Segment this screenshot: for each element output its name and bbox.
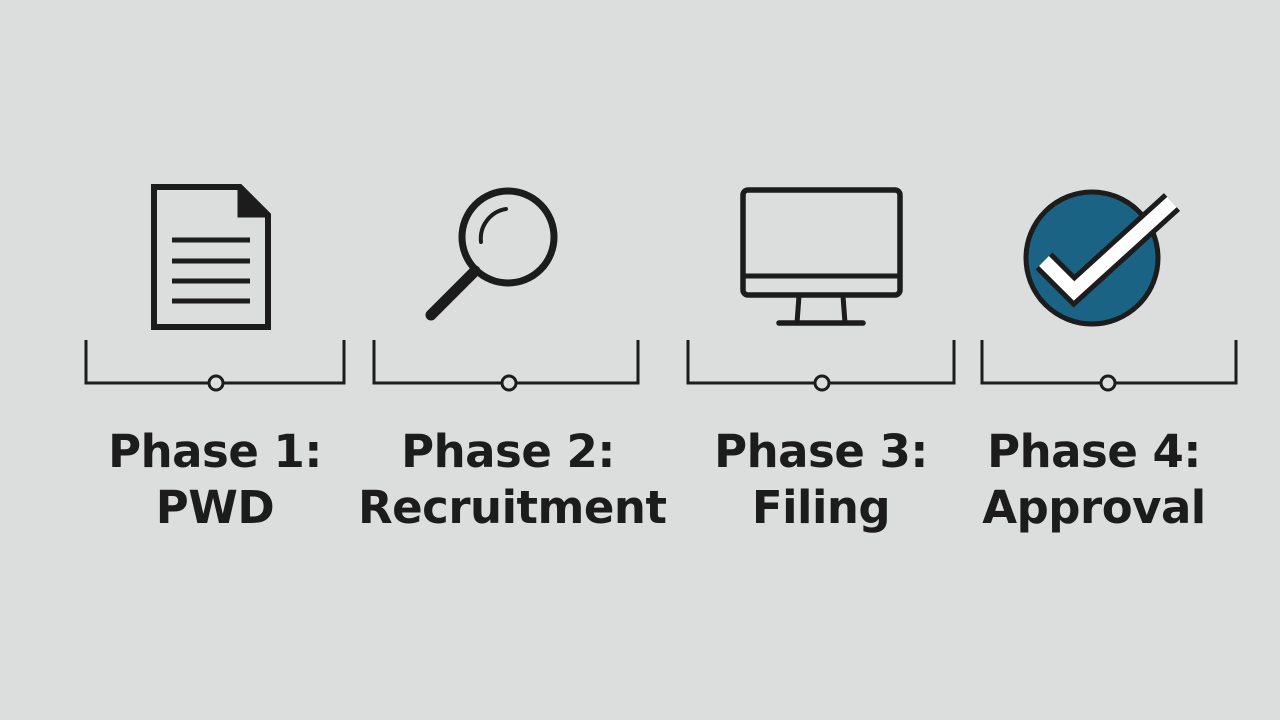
document-icon — [151, 184, 271, 330]
phase-3-label: Phase 3: Filing — [682, 424, 960, 536]
phase-2-label: Phase 2: Recruitment — [358, 424, 667, 536]
phase-1-title: Phase 1: — [108, 425, 322, 478]
phase-3-name: Filing — [751, 481, 891, 534]
phase-4-label: Phase 4: Approval — [976, 424, 1212, 536]
phase-1-bracket — [84, 340, 346, 392]
phase-3-bracket — [686, 340, 956, 392]
phase-3-title: Phase 3: — [714, 425, 928, 478]
phase-4-name: Approval — [982, 481, 1206, 534]
phase-2-title: Phase 2: — [401, 425, 615, 478]
phase-2-name: Recruitment — [358, 481, 667, 534]
checkmark-circle-icon — [1023, 189, 1181, 327]
phase-1-name: PWD — [155, 481, 275, 534]
phase-2-bracket — [372, 340, 640, 392]
computer-monitor-icon — [740, 187, 903, 326]
magnifying-glass-icon — [425, 187, 558, 321]
phase-1-label: Phase 1: PWD — [80, 424, 350, 536]
phase-4-bracket — [980, 340, 1238, 392]
phase-4-title: Phase 4: — [987, 425, 1201, 478]
